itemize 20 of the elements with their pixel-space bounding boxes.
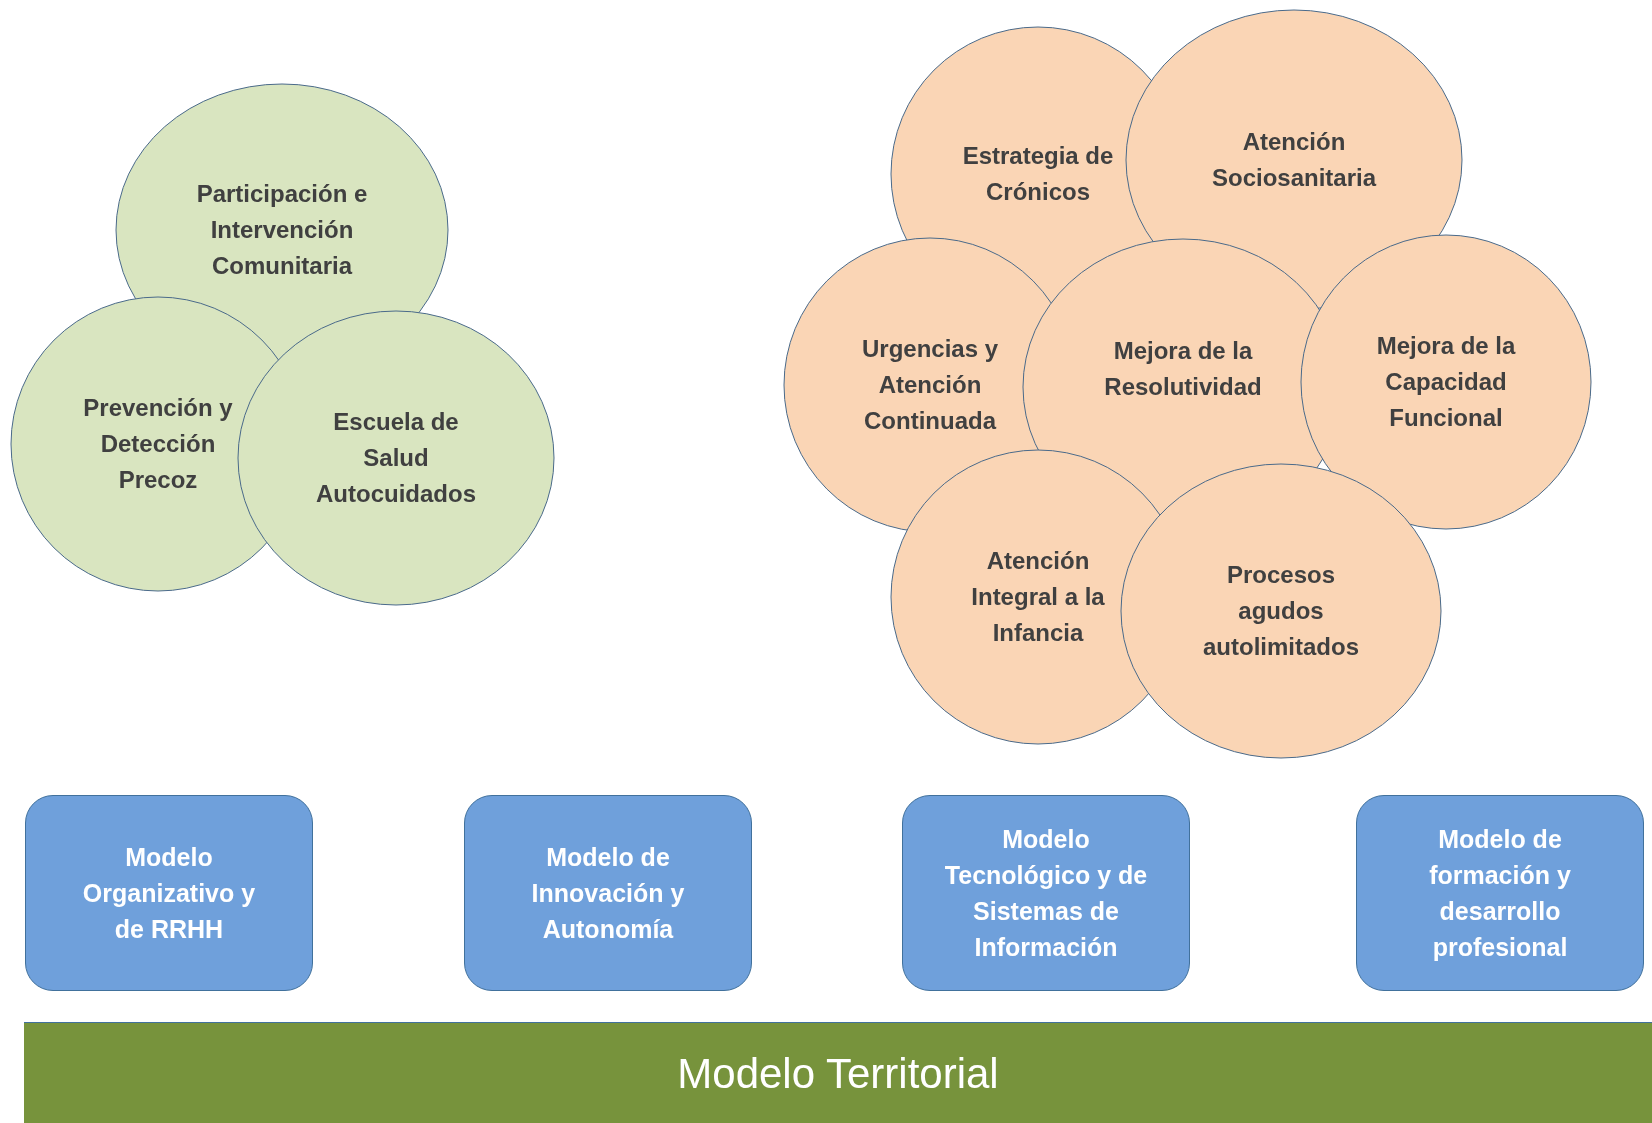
model-box [1356, 795, 1644, 991]
circle-label: Atención Sociosanitaria [1210, 127, 1378, 193]
circle-label: Procesos agudos autolimitados [1202, 560, 1360, 662]
circle-label: Escuela de Salud Autocuidados [315, 407, 477, 509]
box-label: Modelo Organizativo y de RRHH [81, 841, 257, 946]
circle-label: Atención Integral a la Infancia [970, 546, 1106, 648]
circle-label: Mejora de la Capacidad Funcional [1375, 331, 1517, 433]
base-band [24, 1022, 1652, 1123]
box-label: Modelo de formación y desarrollo profesional [1428, 823, 1572, 964]
circle-label: Estrategia de Crónicos [961, 141, 1115, 207]
band-label: Modelo Territorial [676, 1049, 1000, 1099]
model-box [902, 795, 1190, 991]
box-label: Modelo de Innovación y Autonomía [530, 841, 686, 946]
circle-label: Mejora de la Resolutividad [1103, 336, 1263, 402]
circle-label: Urgencias y Atención Continuada [860, 334, 1000, 436]
model-box [25, 795, 313, 991]
circle-label: Prevención y Detección Precoz [83, 393, 233, 495]
circle-label: Participación e Intervención Comunitaria [195, 179, 369, 281]
box-label: Modelo Tecnológico y de Sistemas de Información [943, 823, 1149, 964]
model-box [464, 795, 752, 991]
